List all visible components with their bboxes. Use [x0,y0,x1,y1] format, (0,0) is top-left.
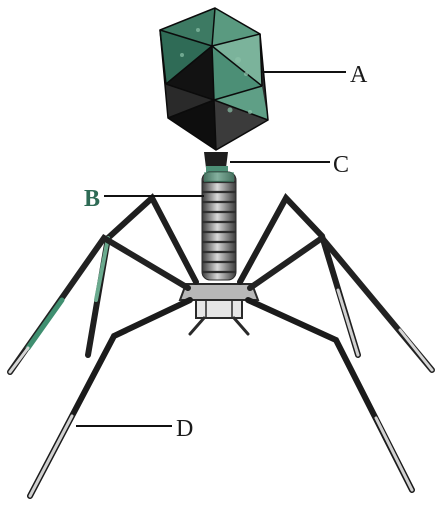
tail-sheath [202,172,236,280]
label-a: A [350,62,368,88]
label-b: B [84,186,100,212]
collar-neck [204,152,228,172]
label-d: D [176,416,193,442]
label-c: C [333,152,349,178]
capsid-head [160,8,268,150]
tail-fibers-lower [30,300,412,496]
